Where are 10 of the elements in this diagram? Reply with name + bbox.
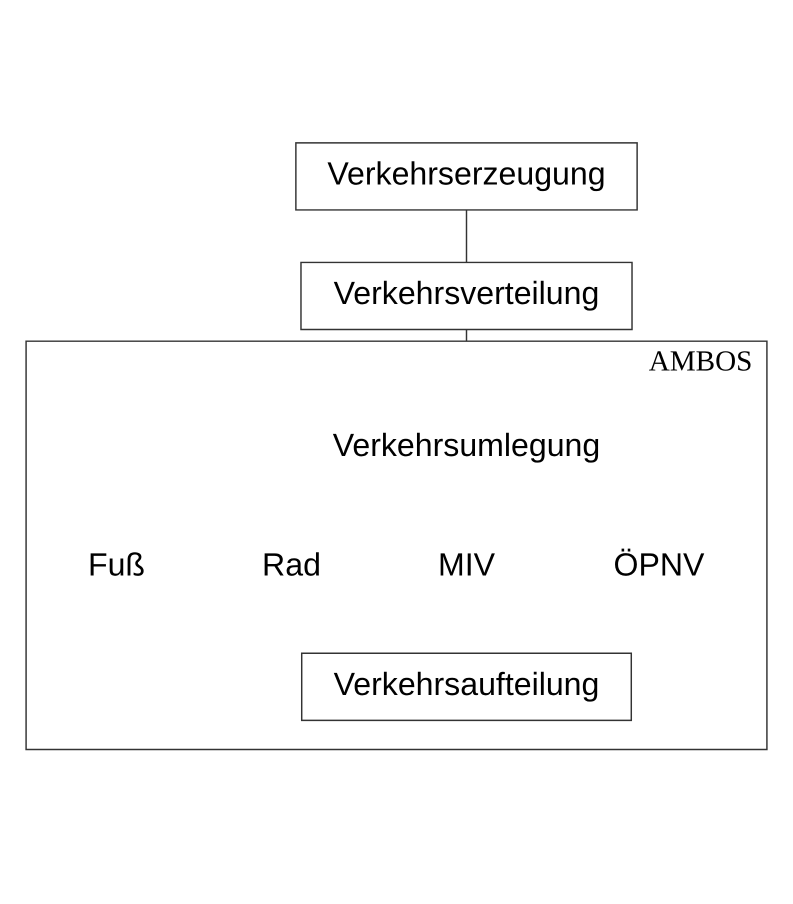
connector (466, 330, 468, 342)
label: Rad (262, 546, 321, 582)
label: MIV (438, 546, 496, 582)
node-box: Verkehrsaufteilung (300, 652, 632, 722)
label: ÖPNV (614, 546, 704, 582)
connector (466, 210, 468, 262)
node-box: Verkehrserzeugung (295, 142, 638, 211)
node-box: Verkehrsverteilung (300, 262, 633, 330)
label: Verkehrsumlegung (332, 426, 600, 463)
label: Fuß (88, 546, 146, 582)
